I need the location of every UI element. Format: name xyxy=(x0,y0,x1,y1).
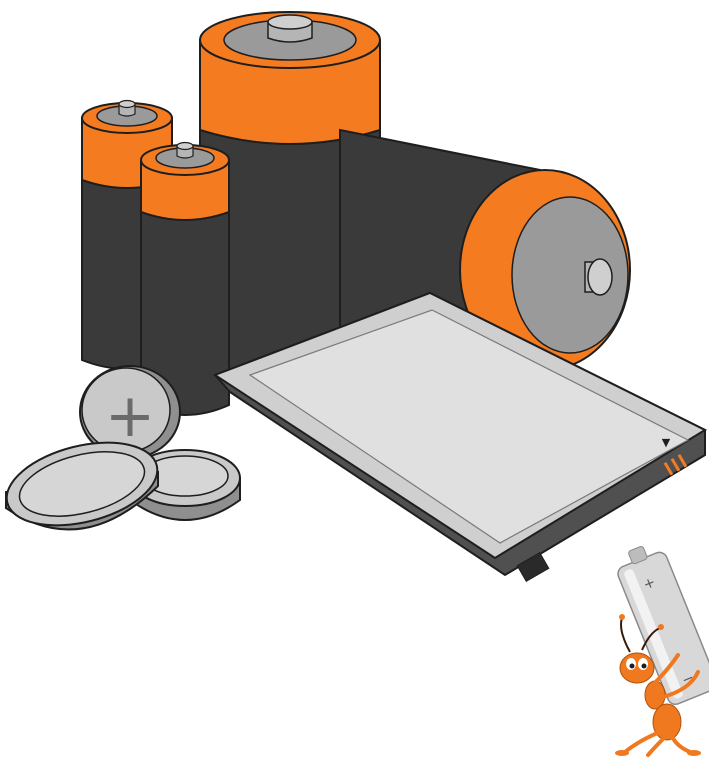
coin-cell-upright: + xyxy=(79,365,181,459)
mascot-battery-plus: + xyxy=(641,574,658,593)
mascot-battery: + − xyxy=(617,546,709,706)
battery-pack-slot xyxy=(516,552,550,582)
c-battery-upright xyxy=(199,11,381,381)
battery-pack-arrow-mark: ▼ xyxy=(662,436,671,449)
mascot-battery-minus: − xyxy=(680,670,697,689)
battery-pack-contacts xyxy=(663,453,688,476)
phone-battery-pack: ▼ xyxy=(212,291,708,582)
coin-cell-flat-left xyxy=(5,441,159,531)
coin-cell-plus-mark: + xyxy=(105,381,155,451)
d-battery-lying xyxy=(339,128,631,371)
aa-battery-front xyxy=(140,141,230,416)
coin-cell-flat-right xyxy=(129,449,241,521)
ant-mascot: + − xyxy=(615,546,709,757)
